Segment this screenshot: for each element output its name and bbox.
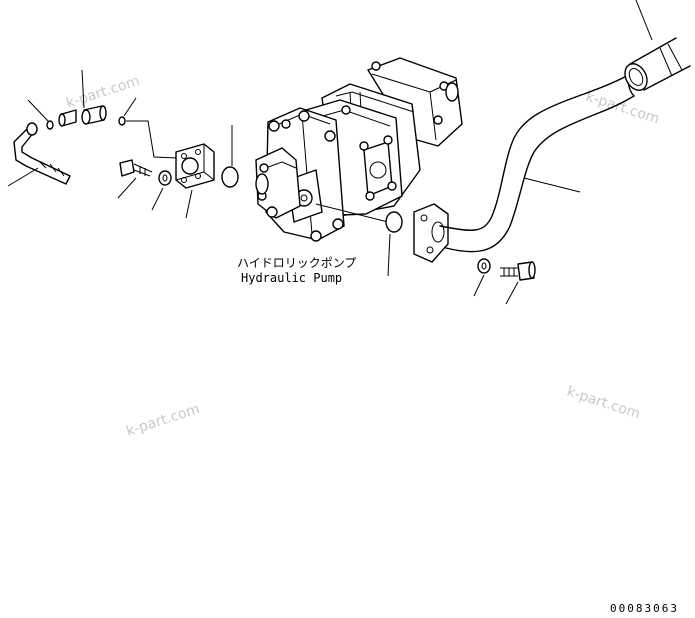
watermark-2: k-part.com — [584, 89, 661, 128]
hydraulic-pump — [255, 57, 463, 242]
small-nipple-part — [27, 99, 54, 130]
elbow-hose-part — [13, 122, 71, 185]
split-flange-right — [413, 203, 449, 263]
bent-tube — [439, 73, 635, 253]
drawing-number: 00083063 — [610, 602, 679, 615]
bolt-right — [500, 261, 536, 305]
oring-pump-inlet — [221, 125, 239, 188]
oring-small — [118, 97, 137, 126]
union-fitting-part — [58, 69, 107, 127]
washer-left — [151, 170, 172, 211]
watermark-4: k-part.com — [565, 384, 642, 423]
leader-pump-outlet — [315, 203, 389, 223]
bolt-left — [117, 159, 153, 199]
leader-flange-line — [126, 120, 179, 159]
pump-label-jp: ハイドロリックポンプ — [237, 256, 356, 270]
hose-top-right — [624, 0, 691, 91]
watermark-3: k-part.com — [124, 401, 201, 440]
oring-pump-outlet — [385, 211, 403, 277]
leader-elbow — [7, 167, 39, 187]
leader-tube — [523, 177, 581, 193]
washer-right — [473, 258, 491, 297]
pump-label-en: Hydraulic Pump — [241, 271, 342, 285]
split-flange-left — [175, 143, 215, 219]
